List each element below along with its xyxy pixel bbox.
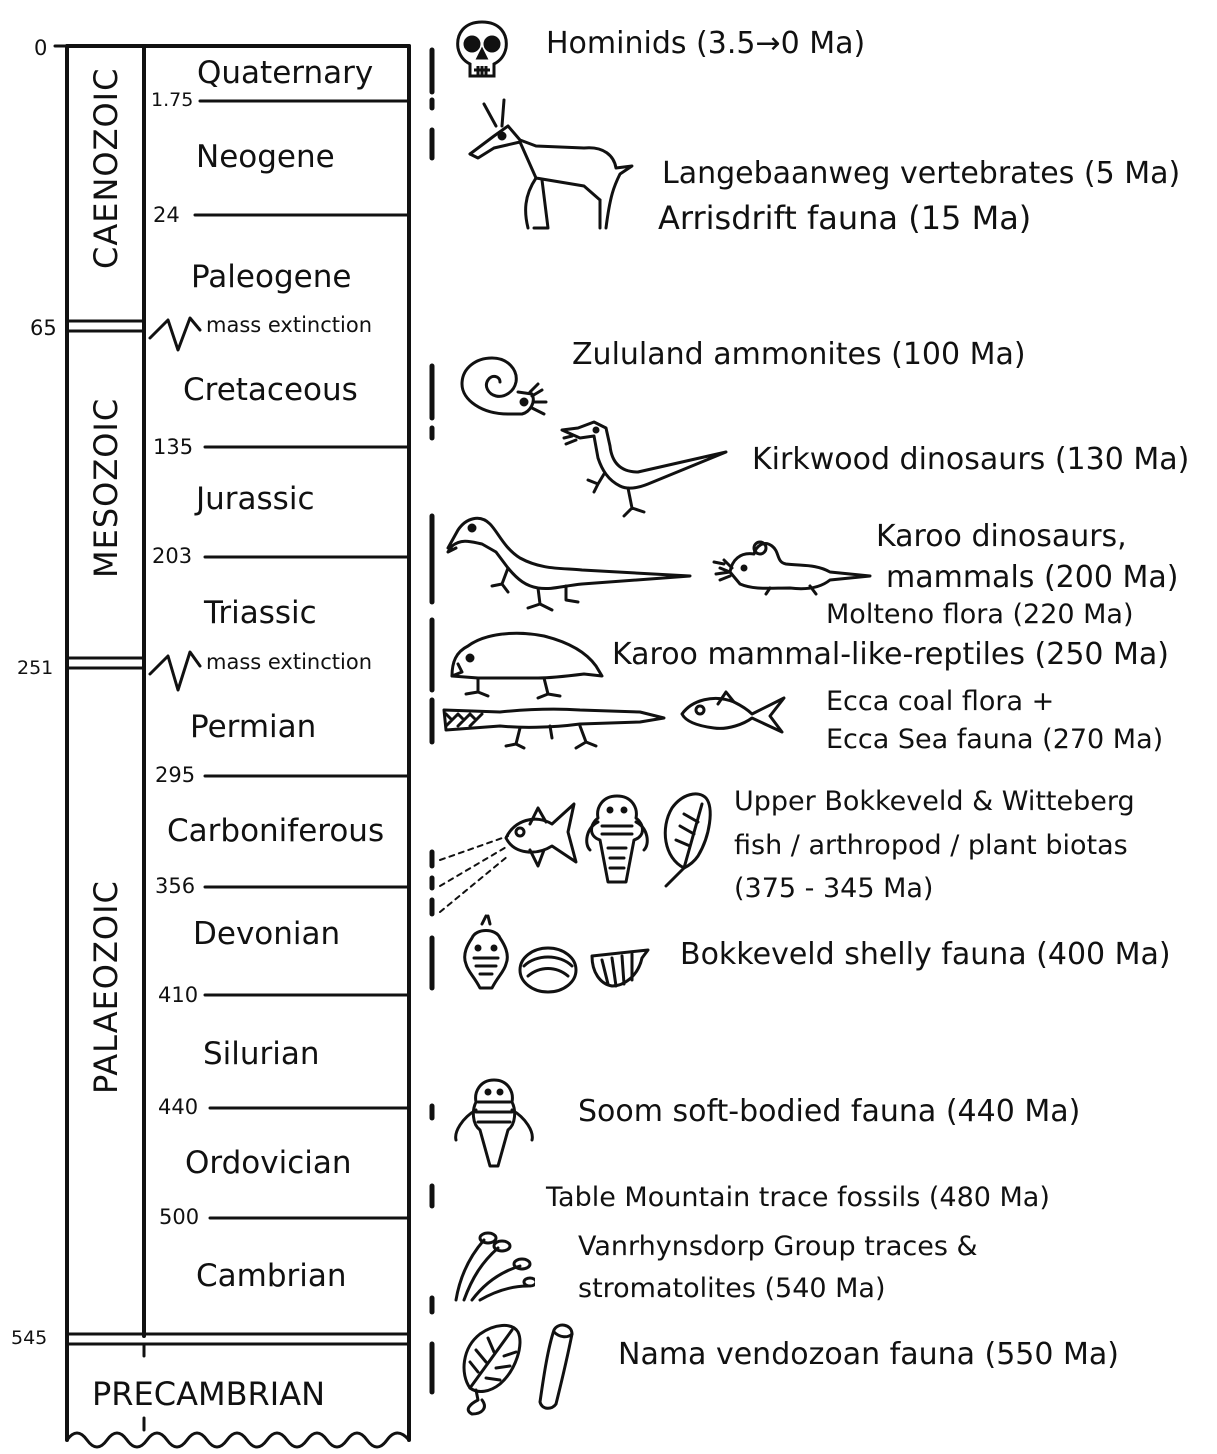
label-biotas: fish / arthropod / plant biotas xyxy=(734,832,1128,859)
antelope-icon xyxy=(464,96,644,236)
soom-arthropod-icon xyxy=(450,1074,540,1174)
label-karoo-dinosaurs: Karoo dinosaurs, xyxy=(876,522,1127,552)
label-kirkwood: Kirkwood dinosaurs (130 Ma) xyxy=(752,445,1189,475)
label-karoo-mammals: mammals (200 Ma) xyxy=(886,563,1178,593)
label-upper-bokkeveld: Upper Bokkeveld & Witteberg xyxy=(734,788,1135,815)
trilobite-icon xyxy=(582,792,652,888)
label-langebaanweg: Langebaanweg vertebrates (5 Ma) xyxy=(662,159,1180,189)
early-mammal-icon xyxy=(710,528,875,596)
label-vanrhynsdorp: Vanrhynsdorp Group traces & xyxy=(578,1233,978,1260)
label-karoo-reptiles: Karoo mammal-like-reptiles (250 Ma) xyxy=(612,640,1169,670)
hominid-skull-icon xyxy=(452,18,512,84)
label-stromatolites: stromatolites (540 Ma) xyxy=(578,1275,886,1302)
label-ecca-sea: Ecca Sea fauna (270 Ma) xyxy=(826,726,1163,753)
fish-icon xyxy=(678,688,788,740)
label-soom: Soom soft-bodied fauna (440 Ma) xyxy=(578,1097,1080,1127)
label-nama: Nama vendozoan fauna (550 Ma) xyxy=(618,1340,1119,1370)
karoo-dinosaur-icon xyxy=(442,508,692,618)
ammonite-icon xyxy=(458,352,558,424)
label-arrisdrift: Arrisdrift fauna (15 Ma) xyxy=(658,202,1031,234)
label-zululand: Zululand ammonites (100 Ma) xyxy=(572,340,1026,370)
trace-fossil-icon xyxy=(450,1226,535,1306)
fish-icon-carboniferous xyxy=(500,798,578,876)
vendozoan-icon xyxy=(456,1318,586,1418)
leaf-icon xyxy=(654,788,714,888)
label-table-mountain: Table Mountain trace fossils (480 Ma) xyxy=(546,1184,1050,1211)
label-hominids: Hominids (3.5→0 Ma) xyxy=(546,29,865,59)
ecca-reptile-icon xyxy=(440,698,670,758)
label-biotas-age: (375 - 345 Ma) xyxy=(734,875,933,902)
mammal-like-reptile-icon xyxy=(448,622,608,702)
shells-icon xyxy=(452,914,652,994)
label-bokkeveld-shelly: Bokkeveld shelly fauna (400 Ma) xyxy=(680,940,1171,970)
label-molteno: Molteno flora (220 Ma) xyxy=(826,601,1134,628)
label-ecca-flora: Ecca coal flora + xyxy=(826,688,1054,715)
